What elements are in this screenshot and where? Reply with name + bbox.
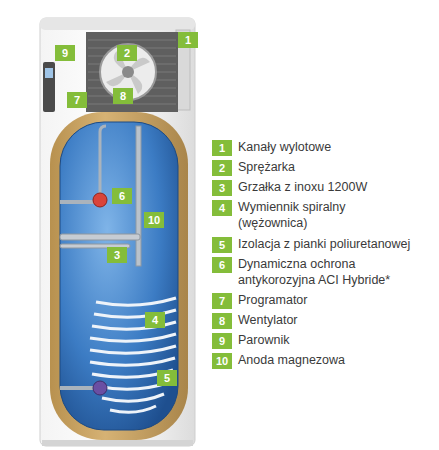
callout-badge: 6 [112, 188, 132, 204]
callout-badge: 1Kanały wylotowe [212, 140, 232, 156]
top-cover [40, 18, 195, 30]
callout-number: 6 [212, 257, 232, 273]
callout-badge: 3 [107, 247, 127, 263]
callout-badge: 9Parownik [212, 333, 232, 349]
callout-badge: 4Wymiennik spiralny (wężownica) [212, 200, 232, 216]
callout-badge: 9 [55, 45, 75, 61]
fan-hub [122, 66, 134, 78]
callout-badge: 5Izolacja z pianki poliuretanowej [212, 237, 232, 253]
part-name: Wentylator [238, 312, 438, 328]
callout-badge: 7Programator [212, 293, 232, 309]
grille [88, 40, 176, 104]
display [45, 68, 53, 78]
callout-number: 7 [67, 92, 87, 108]
control-panel [43, 62, 55, 112]
insulation [50, 112, 188, 440]
part-name: Sprężarka [238, 159, 438, 175]
callout-number: 9 [55, 45, 75, 61]
heater [60, 234, 140, 240]
callout-badge: 2Sprężarka [212, 160, 232, 176]
part-name: Izolacja z pianki poliuretanowej [238, 236, 438, 252]
callout-badge: 10Anoda magnezowa [212, 353, 232, 369]
callout-number: 2 [212, 160, 232, 176]
pipe [100, 126, 106, 196]
part-name: Grzałka z inoxu 1200W [238, 179, 438, 195]
callout-badge: 1 [178, 32, 198, 48]
callout-number: 3 [107, 247, 127, 263]
callout-number: 10 [144, 212, 164, 228]
callout-badge: 2 [117, 45, 137, 61]
callout-badge: 8 [113, 88, 133, 104]
callout-number: 4 [212, 200, 232, 216]
part-name: Dynamiczna ochrona antykorozyjna ACI Hyb… [238, 256, 418, 288]
callout-number: 4 [145, 312, 165, 328]
callout-badge: 4 [145, 312, 165, 328]
callout-number: 5 [157, 370, 177, 386]
callout-number: 8 [113, 88, 133, 104]
callout-badge: 8Wentylator [212, 313, 232, 329]
anode [136, 126, 141, 266]
callout-number: 2 [117, 45, 137, 61]
part-name: Programator [238, 292, 438, 308]
callout-number: 1 [178, 32, 198, 48]
callout-badge: 10 [144, 212, 164, 228]
hot-outlet [93, 193, 107, 207]
callout-number: 5 [212, 237, 232, 253]
tank [60, 122, 178, 430]
base [42, 440, 193, 446]
housing [40, 18, 195, 446]
part-name: Parownik [238, 332, 438, 348]
callout-badge: 7 [67, 92, 87, 108]
callout-number: 8 [212, 313, 232, 329]
part-name: Kanały wylotowe [238, 139, 438, 155]
pipe [60, 200, 94, 204]
cold-inlet [93, 381, 107, 395]
pipe [60, 386, 94, 390]
part-name: Wymiennik spiralny (wężownica) [238, 199, 363, 231]
callout-number: 10 [212, 353, 232, 369]
part-name: Anoda magnezowa [238, 352, 438, 368]
callout-number: 6 [112, 188, 132, 204]
callout-badge: 6Dynamiczna ochrona antykorozyjna ACI Hy… [212, 257, 232, 273]
callout-badge: 3Grzałka z inoxu 1200W [212, 180, 232, 196]
callout-number: 7 [212, 293, 232, 309]
callout-badge: 5 [157, 370, 177, 386]
coil [90, 298, 176, 412]
callout-number: 3 [212, 180, 232, 196]
fan-compartment [86, 32, 178, 112]
callout-number: 9 [212, 333, 232, 349]
callout-number: 1 [212, 140, 232, 156]
